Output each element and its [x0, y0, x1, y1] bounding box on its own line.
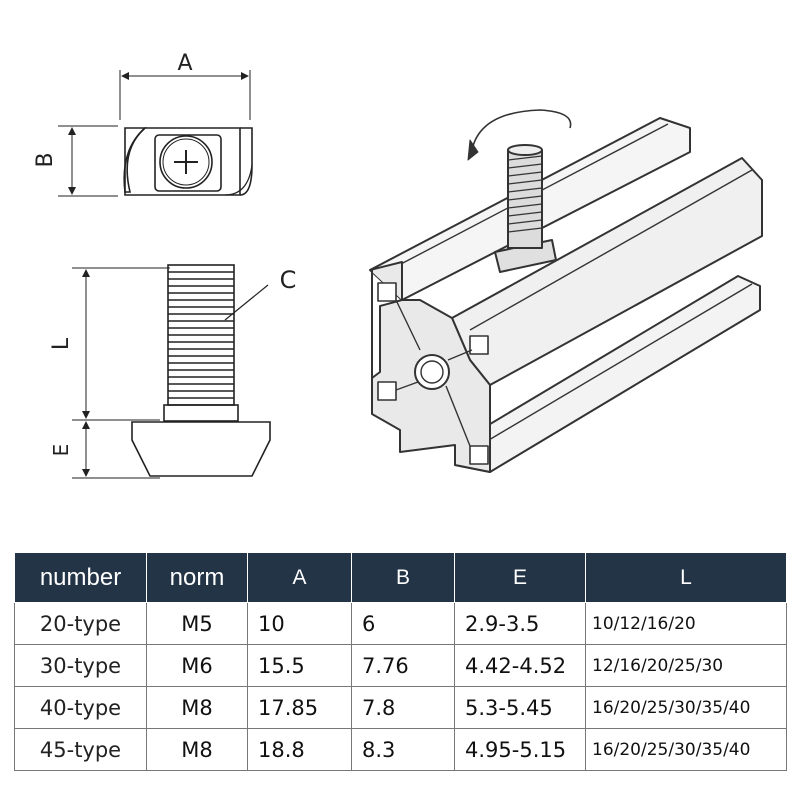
- cell-l: 16/20/25/30/35/40: [585, 686, 787, 729]
- cell-b: 8.3: [351, 728, 455, 771]
- spec-table: number norm A B E L 20-type M5 10 6 2.9-…: [14, 552, 787, 771]
- bolt-side-view: [72, 264, 271, 479]
- cell-b: 7.76: [351, 644, 455, 687]
- cell-a: 17.85: [247, 686, 352, 729]
- cell-a: 10: [247, 602, 352, 645]
- header-b: B: [351, 552, 455, 603]
- technical-drawing: A B C L E: [33, 51, 763, 479]
- cell-b: 6: [351, 602, 455, 645]
- label-b: B: [33, 152, 58, 167]
- cell-norm: M8: [146, 728, 248, 771]
- cell-number: 30-type: [14, 644, 147, 687]
- cell-number: 40-type: [14, 686, 147, 729]
- header-a: A: [247, 552, 352, 603]
- label-e: E: [49, 444, 73, 457]
- cell-a: 15.5: [247, 644, 352, 687]
- cell-e: 4.95-5.15: [454, 728, 586, 771]
- cell-b: 7.8: [351, 686, 455, 729]
- nut-top-view: [58, 70, 253, 197]
- header-e: E: [454, 552, 586, 603]
- cell-norm: M6: [146, 644, 248, 687]
- table-header-row: number norm A B E L: [14, 552, 787, 603]
- label-a: A: [177, 51, 192, 76]
- cell-l: 10/12/16/20: [585, 602, 787, 645]
- cell-e: 2.9-3.5: [454, 602, 586, 645]
- header-l: L: [585, 552, 787, 603]
- table-row: 45-type M8 18.8 8.3 4.95-5.15 16/20/25/3…: [14, 728, 787, 771]
- cell-e: 5.3-5.45: [454, 686, 586, 729]
- header-number: number: [14, 552, 147, 603]
- cell-a: 18.8: [247, 728, 352, 771]
- cell-number: 20-type: [14, 602, 147, 645]
- extrusion-isometric: [369, 109, 763, 473]
- table-row: 20-type M5 10 6 2.9-3.5 10/12/16/20: [14, 602, 787, 645]
- cell-l: 16/20/25/30/35/40: [585, 728, 787, 771]
- cell-e: 4.42-4.52: [454, 644, 586, 687]
- cell-number: 45-type: [14, 728, 147, 771]
- label-c: C: [280, 266, 297, 294]
- header-norm: norm: [146, 552, 248, 603]
- table-row: 30-type M6 15.5 7.76 4.42-4.52 12/16/20/…: [14, 644, 787, 687]
- label-l: L: [49, 337, 74, 350]
- cell-l: 12/16/20/25/30: [585, 644, 787, 687]
- cell-norm: M5: [146, 602, 248, 645]
- cell-norm: M8: [146, 686, 248, 729]
- table-row: 40-type M8 17.85 7.8 5.3-5.45 16/20/25/3…: [14, 686, 787, 729]
